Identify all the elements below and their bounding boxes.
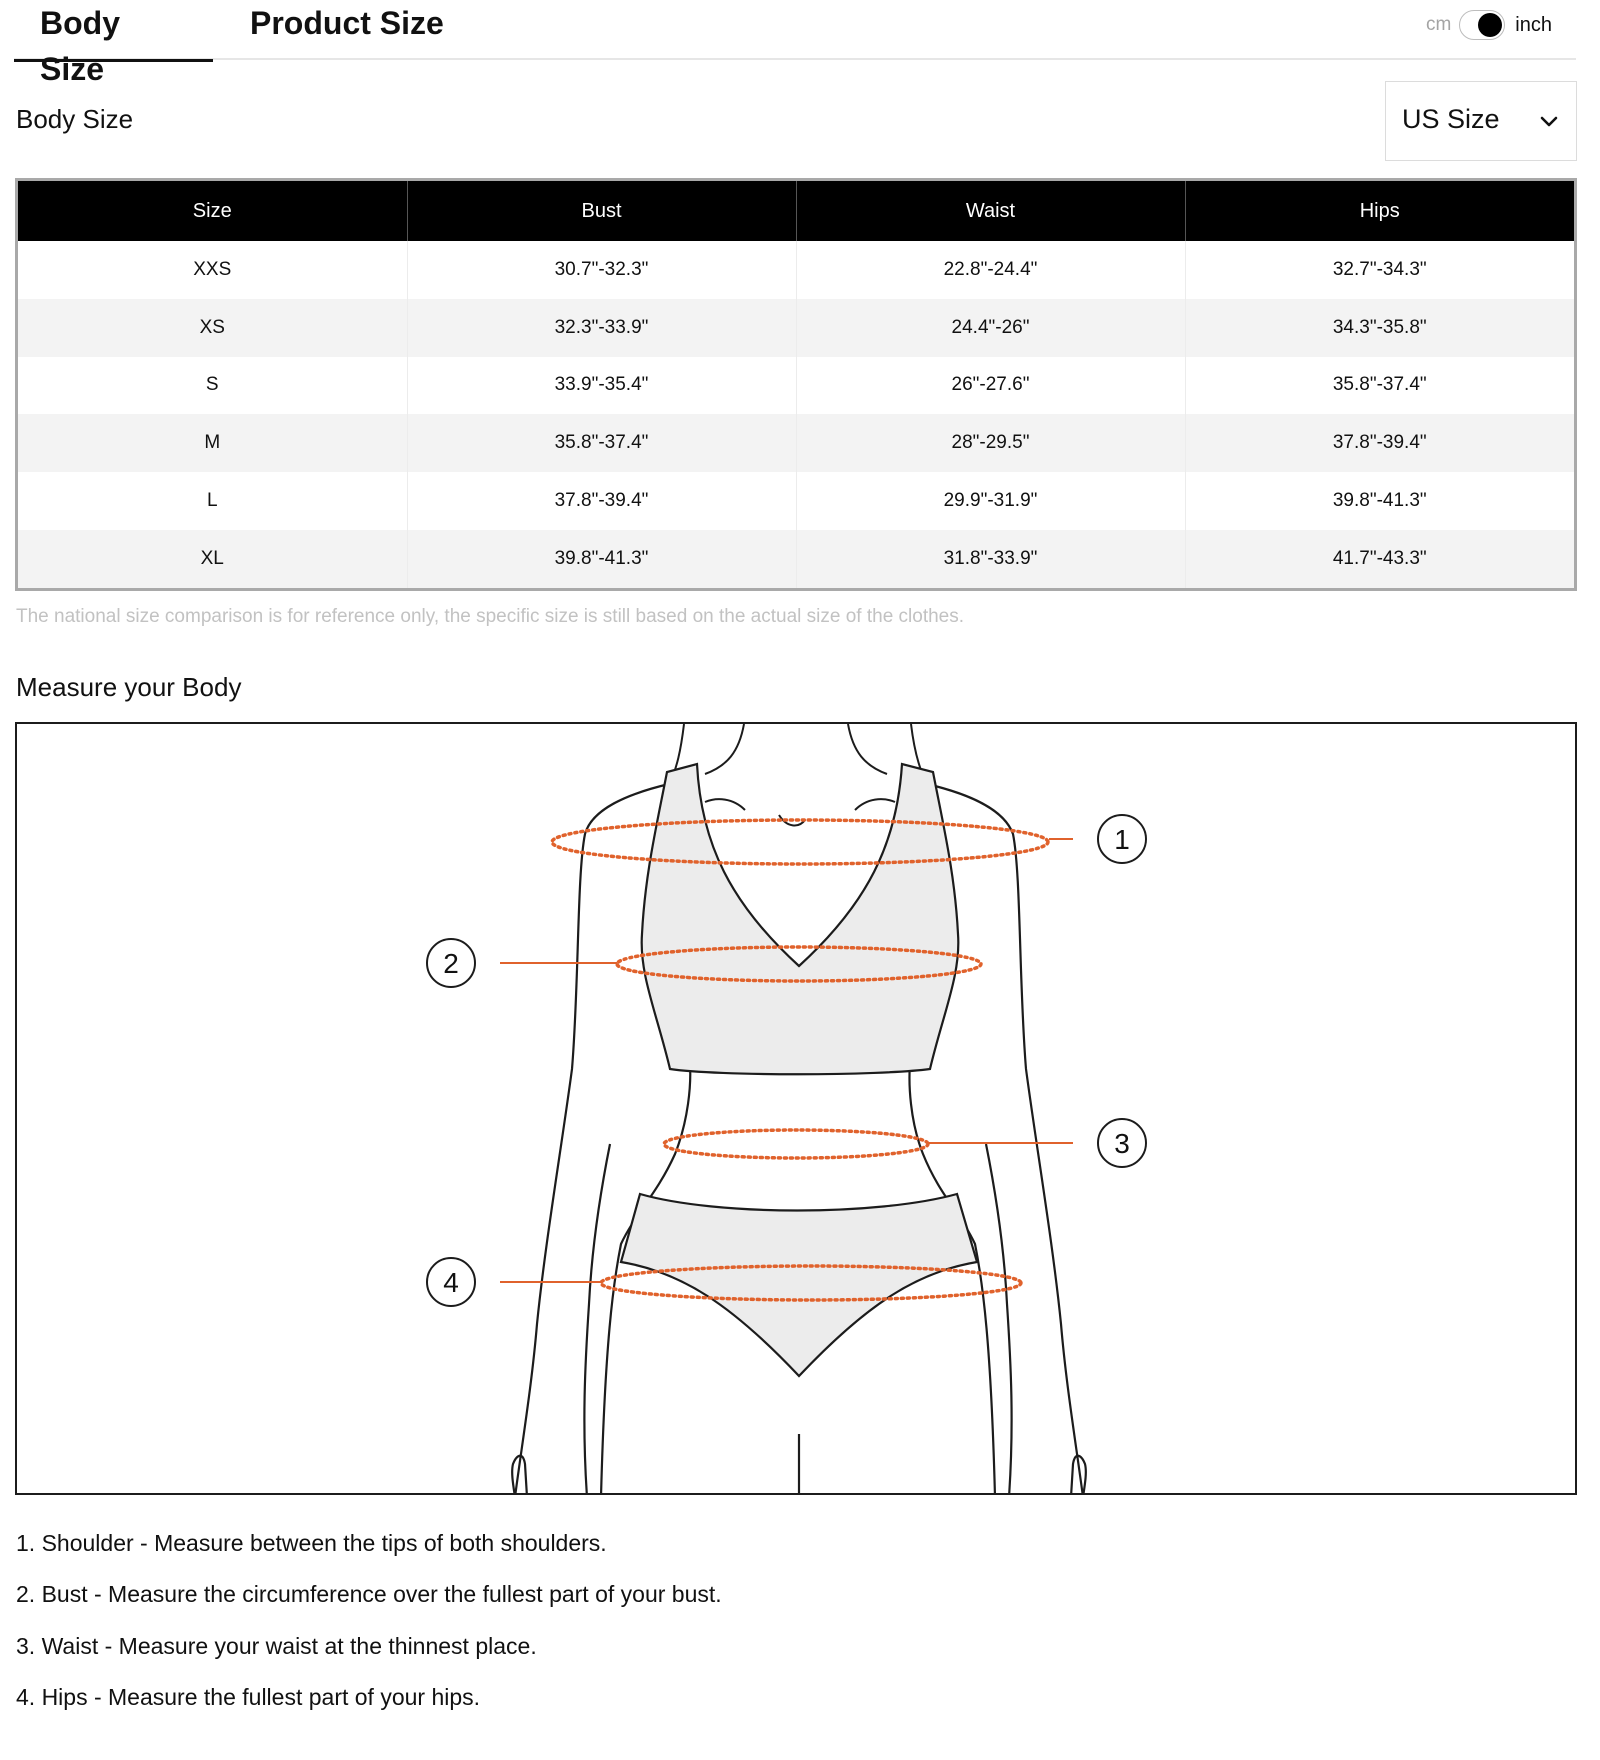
tab-product-size[interactable]: Product Size bbox=[224, 0, 470, 60]
cell-bust: 35.8"-37.4" bbox=[407, 414, 797, 473]
body-outline bbox=[511, 782, 1087, 1493]
table-row: L 37.8"-39.4" 29.9"-31.9" 39.8"-41.3" bbox=[18, 472, 1574, 530]
table-header-row: Size Bust Waist Hips bbox=[18, 181, 1574, 241]
marker-4-label: 4 bbox=[443, 1267, 459, 1298]
waist-guide bbox=[662, 1128, 930, 1160]
unit-cm-label[interactable]: cm bbox=[1425, 14, 1452, 35]
cell-size: S bbox=[18, 356, 408, 415]
chevron-down-icon bbox=[1540, 116, 1558, 127]
region-size-value: US Size bbox=[1402, 104, 1500, 134]
bra-garment bbox=[640, 762, 960, 1076]
hair-lines bbox=[668, 724, 928, 785]
header-hips: Hips bbox=[1185, 181, 1574, 241]
unit-toggle[interactable] bbox=[1459, 10, 1506, 40]
size-disclaimer-note: The national size comparison is for refe… bbox=[16, 606, 965, 627]
table-row: M 35.8"-37.4" 28"-29.5" 37.8"-39.4" bbox=[18, 414, 1574, 473]
cell-size: L bbox=[18, 472, 408, 530]
cell-hips: 37.8"-39.4" bbox=[1185, 414, 1574, 473]
cell-hips: 41.7"-43.3" bbox=[1185, 529, 1574, 588]
table-row: XXS 30.7"-32.3" 22.8"-24.4" 32.7"-34.3" bbox=[18, 241, 1574, 299]
marker-4: 4 bbox=[426, 1257, 476, 1307]
unit-inch-label[interactable]: inch bbox=[1515, 13, 1552, 36]
cell-size: XXS bbox=[18, 241, 408, 299]
instruction-bust: 2. Bust - Measure the circumference over… bbox=[16, 1581, 722, 1607]
cell-waist: 22.8"-24.4" bbox=[796, 241, 1186, 299]
cell-waist: 31.8"-33.9" bbox=[796, 529, 1186, 588]
tab-body-size-label: Body Size bbox=[40, 5, 120, 87]
cell-size: M bbox=[18, 414, 408, 473]
header-bust: Bust bbox=[407, 181, 797, 241]
body-figure-illustration: 1 2 3 4 bbox=[426, 724, 1147, 1493]
cell-bust: 37.8"-39.4" bbox=[407, 472, 797, 530]
marker-3-label: 3 bbox=[1114, 1128, 1130, 1159]
cell-size: XS bbox=[18, 298, 408, 357]
marker-2: 2 bbox=[426, 938, 476, 988]
body-measurement-diagram: 1 2 3 4 bbox=[15, 722, 1577, 1495]
cell-bust: 30.7"-32.3" bbox=[407, 241, 797, 299]
region-size-select[interactable]: US Size bbox=[1385, 81, 1577, 161]
cell-waist: 28"-29.5" bbox=[796, 414, 1186, 473]
marker-3: 3 bbox=[1097, 1118, 1147, 1168]
table-row: XS 32.3"-33.9" 24.4"-26" 34.3"-35.8" bbox=[18, 298, 1574, 357]
body-size-title: Body Size bbox=[16, 104, 134, 134]
marker-2-label: 2 bbox=[443, 948, 459, 979]
size-tabs: Body Size Product Size cm inch bbox=[14, 0, 1576, 87]
header-size: Size bbox=[18, 181, 408, 241]
cell-bust: 32.3"-33.9" bbox=[407, 298, 797, 357]
briefs-garment bbox=[619, 1192, 979, 1378]
cell-hips: 35.8"-37.4" bbox=[1332, 374, 1427, 396]
table-row: S 33.9"-35.4" 26"-27.6" 35.8"-37.4" bbox=[18, 356, 1574, 415]
cell-bust: 39.8"-41.3" bbox=[407, 529, 797, 588]
cell-hips: 32.7"-34.3" bbox=[1332, 258, 1427, 280]
instruction-waist: 3. Waist - Measure your waist at the thi… bbox=[16, 1633, 537, 1659]
cell-size: XL bbox=[18, 529, 408, 588]
measure-title: Measure your Body bbox=[16, 672, 242, 702]
header-waist: Waist bbox=[796, 181, 1186, 241]
unit-switch: cm inch bbox=[1426, 8, 1552, 42]
tab-body-size[interactable]: Body Size bbox=[14, 0, 213, 87]
shoulder-guide bbox=[550, 818, 1050, 866]
toggle-knob bbox=[1478, 13, 1503, 37]
cell-bust: 33.9"-35.4" bbox=[407, 356, 797, 415]
cell-hips: 39.8"-41.3" bbox=[1332, 490, 1427, 512]
cell-waist: 24.4"-26" bbox=[796, 298, 1186, 357]
size-table: Size Bust Waist Hips XXS 30.7"-32.3" 22.… bbox=[15, 178, 1577, 591]
cell-waist: 26"-27.6" bbox=[796, 356, 1186, 415]
instruction-shoulder: 1. Shoulder - Measure between the tips o… bbox=[16, 1530, 607, 1556]
table-row: XL 39.8"-41.3" 31.8"-33.9" 41.7"-43.3" bbox=[18, 529, 1574, 588]
tab-product-size-label: Product Size bbox=[250, 5, 444, 41]
leader-lines bbox=[500, 838, 1073, 1283]
marker-1: 1 bbox=[1097, 814, 1147, 864]
marker-1-label: 1 bbox=[1114, 824, 1130, 855]
cell-hips: 34.3"-35.8" bbox=[1185, 298, 1574, 357]
cell-waist: 29.9"-31.9" bbox=[796, 472, 1186, 530]
instruction-hips: 4. Hips - Measure the fullest part of yo… bbox=[16, 1684, 481, 1710]
